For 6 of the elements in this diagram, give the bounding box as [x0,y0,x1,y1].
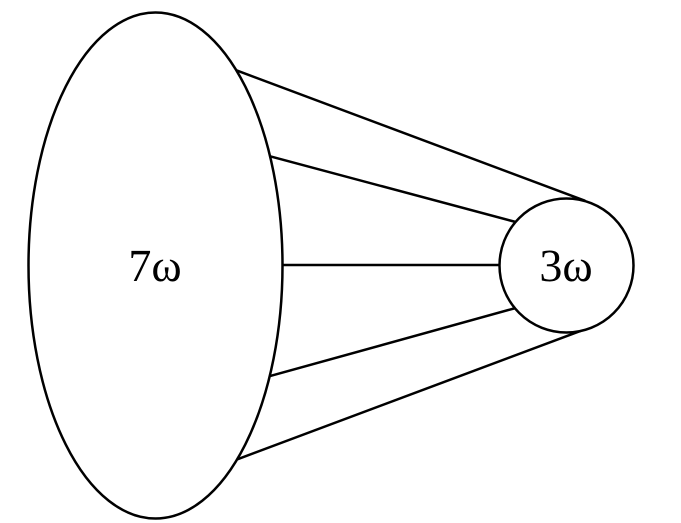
node-label: 3ω [539,238,593,292]
node-label: 7ω [128,238,182,292]
connector-line [268,307,516,378]
connector-line [236,69,586,202]
connector-line [282,264,499,266]
connector-line [269,155,516,223]
